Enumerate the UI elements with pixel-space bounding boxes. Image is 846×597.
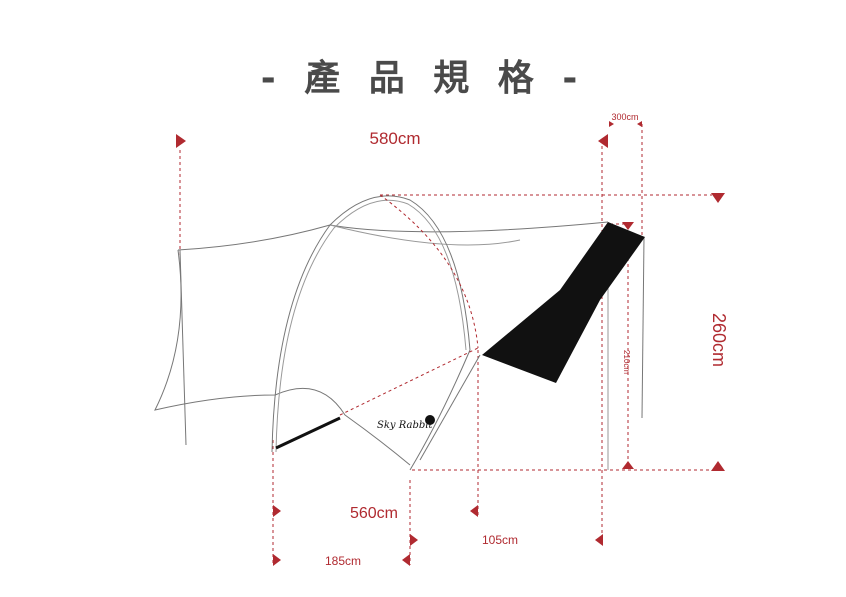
dimension-lines	[179, 124, 712, 565]
arrow-left-icon	[402, 554, 410, 566]
base-length-label: 560cm	[350, 505, 398, 522]
black-wing	[482, 222, 645, 383]
arrow-right-icon	[273, 505, 281, 517]
arrow-right-icon	[273, 554, 281, 566]
arrow-up-icon	[711, 461, 725, 471]
arrow-down-icon	[622, 222, 634, 230]
arrow-left-icon	[470, 505, 478, 517]
arrow-left-icon	[637, 121, 642, 127]
pole-height-label: 210cm	[622, 350, 631, 374]
arrow-left-icon	[595, 534, 603, 546]
arrow-right-icon	[410, 534, 418, 546]
segment-185-label: 185cm	[325, 554, 361, 568]
segment-105-label: 105cm	[482, 533, 518, 547]
wing-width-label: 300cm	[611, 112, 638, 122]
arrow-down-icon	[711, 193, 725, 203]
arrow-right-icon	[176, 134, 186, 148]
total-length-label: 580cm	[369, 129, 420, 148]
brand-logo: Sky Rabbit	[377, 420, 433, 431]
dimension-arrows	[176, 121, 725, 566]
page-title: - 產 品 規 格 -	[261, 58, 586, 99]
tent-illustration: Sky Rabbit	[154, 194, 645, 471]
logo-mark	[425, 415, 435, 425]
arrow-left-icon	[598, 134, 608, 148]
height-label: 260cm	[709, 313, 729, 367]
arrow-up-icon	[622, 461, 634, 469]
arrow-right-icon	[609, 121, 614, 127]
